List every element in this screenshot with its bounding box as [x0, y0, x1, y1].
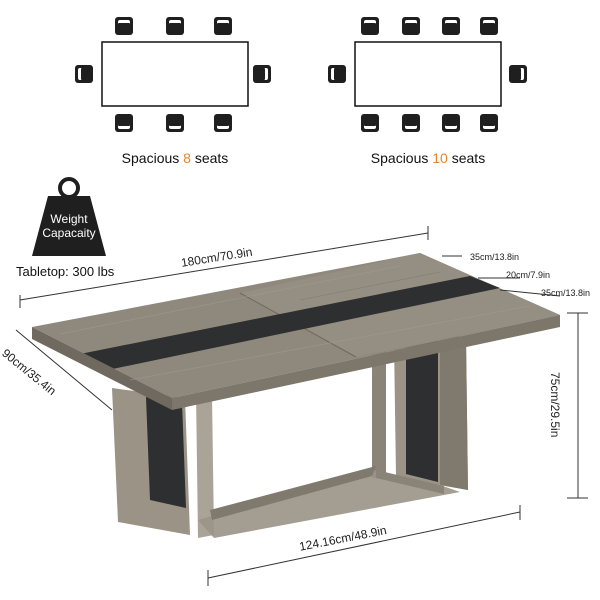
chair-icon	[442, 17, 460, 35]
seat-count-8: 8	[183, 150, 191, 166]
tabletop-weight-label: Tabletop: 300 lbs	[16, 264, 115, 279]
segment-2-label: 20cm/7.9in	[506, 270, 551, 280]
chair-icon	[166, 17, 184, 35]
table-outline-10	[354, 41, 502, 107]
dimension-lines	[15, 226, 588, 586]
chair-icon	[166, 114, 184, 132]
layout-10-seats	[328, 17, 527, 132]
chair-icon	[509, 65, 527, 83]
layout-caption-8: Spacious 8 seats	[121, 150, 229, 166]
chair-icon	[328, 65, 346, 83]
table-outline-8	[101, 41, 249, 107]
chair-icon	[442, 114, 460, 132]
chair-icon	[480, 17, 498, 35]
chair-icon	[361, 17, 379, 35]
height-label: 75cm/29.5in	[548, 372, 562, 438]
segment-1-label: 35cm/13.8in	[470, 252, 520, 262]
layout-caption-10: Spacious 10 seats	[370, 150, 486, 166]
chair-icon	[253, 65, 271, 83]
chair-icon	[214, 114, 232, 132]
chair-icon	[480, 114, 498, 132]
table-illustration	[32, 253, 560, 538]
weight-icon	[32, 177, 106, 256]
chair-icon	[402, 17, 420, 35]
chair-icon	[75, 65, 93, 83]
chair-icon	[115, 114, 133, 132]
chair-icon	[115, 17, 133, 35]
chair-icon	[402, 114, 420, 132]
chair-icon	[361, 114, 379, 132]
segment-3-label: 35cm/13.8in	[541, 288, 591, 298]
weight-badge: Weight Capacaity	[42, 212, 96, 240]
layout-8-seats	[75, 17, 271, 132]
seat-count-10: 10	[432, 150, 448, 166]
chair-icon	[214, 17, 232, 35]
